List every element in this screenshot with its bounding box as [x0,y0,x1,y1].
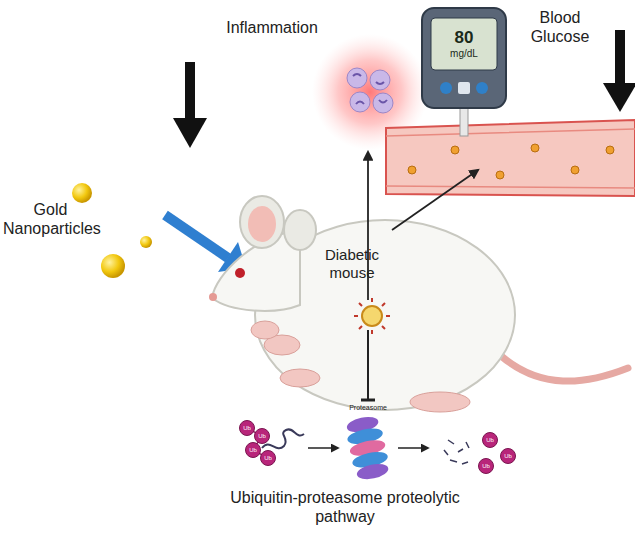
decrease-arrow [173,62,207,148]
ubiquitin-tag: Ub [482,463,490,469]
blood-vessel [386,120,635,196]
glucose-meter [422,8,506,136]
effect-label: Inflammation [226,18,318,37]
subject-label: Diabetic mouse [302,246,402,282]
ubiquitin-tag: Ub [249,447,257,453]
ubiquitin-circle: Ub [245,442,261,458]
process-arrow [398,447,428,449]
ubiquitin-tag: Ub [504,453,512,459]
peptide-fragments [444,440,469,464]
ubiquitin-tag: Ub [264,455,272,461]
ubiquitin-tag: Ub [243,425,251,431]
ubiquitin-circle: Ub [500,448,516,464]
ubiquitin-circle: Ub [478,458,494,474]
pathway-label: Ubiquitin-proteasome proteolytic pathway [215,488,475,526]
treatment-label: Gold Nanoparticles [3,200,98,238]
ubiquitin-tag: Ub [486,437,494,443]
decrease-arrow [603,30,635,112]
meter-reading: 80 [455,28,474,48]
meter-reading: mg/dL [450,48,478,60]
ubiquitin-circle: Ub [482,432,498,448]
meter-display: 80mg/dL [432,19,496,69]
ubiquitin-tag: Ub [258,433,266,439]
process-arrow [308,447,338,449]
effect-arrow [392,170,478,230]
mouse-figure [209,196,628,412]
part-name: Proteasome [349,404,387,412]
proteasome-figure [344,414,392,482]
effect-label: Blood Glucose [515,8,605,46]
ubiquitin-circle: Ub [260,450,276,466]
ubiquitin-circle: Ub [239,420,255,436]
ubiquitin-circle: Ub [254,428,270,444]
inhibition-line [361,330,375,400]
